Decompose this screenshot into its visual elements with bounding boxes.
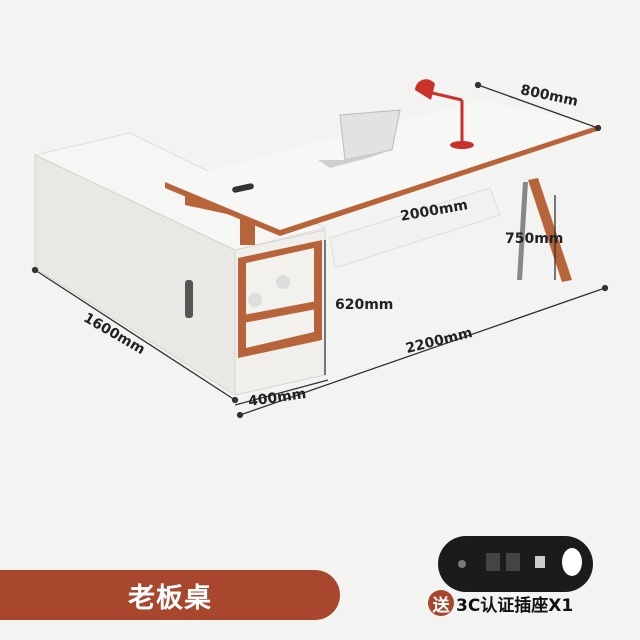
dimension-label-750: 750mm xyxy=(505,231,564,247)
desk-leg xyxy=(528,178,572,282)
power-strip xyxy=(438,536,593,592)
dimension-lines xyxy=(31,81,609,419)
gift-badge: 送 xyxy=(428,590,454,616)
desk-lamp xyxy=(415,79,474,149)
product-title-banner: 老板桌 xyxy=(0,570,340,620)
figurine xyxy=(248,293,262,307)
vent-icon xyxy=(185,280,193,318)
gift-note: 送 3C认证插座X1 xyxy=(428,590,573,616)
dimension-label-620: 620mm xyxy=(335,297,394,313)
gift-text: 3C认证插座X1 xyxy=(456,595,574,616)
product-title: 老板桌 xyxy=(128,582,212,614)
figurine xyxy=(276,275,290,289)
cable-grommet xyxy=(232,183,254,193)
desk xyxy=(165,79,600,282)
